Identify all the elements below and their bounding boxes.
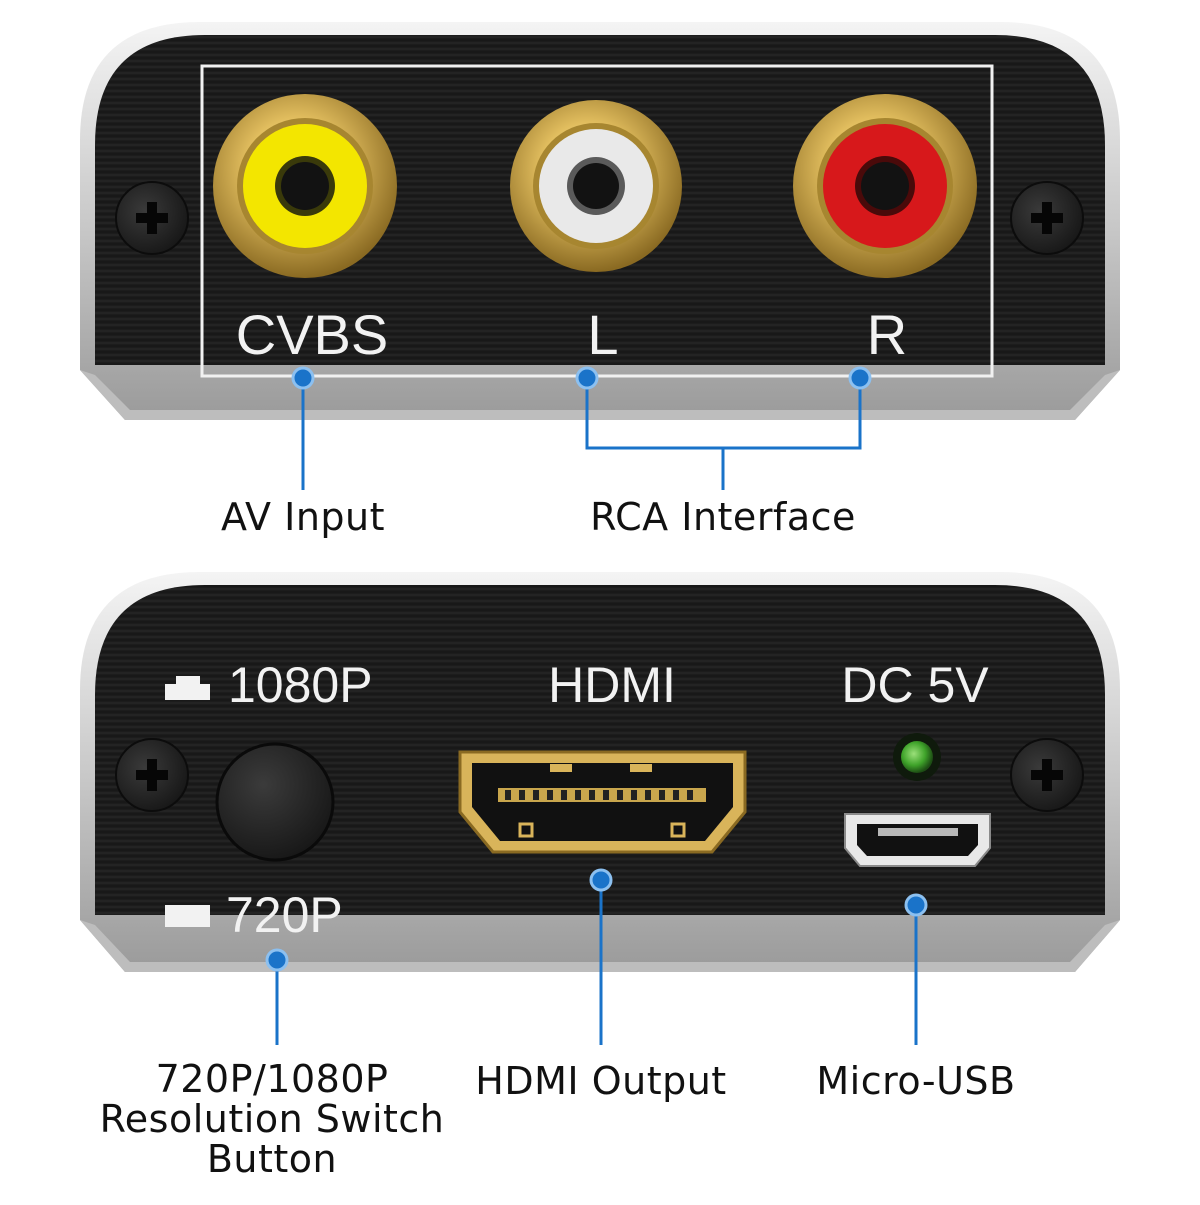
resolution-switch-line-2: Resolution Switch — [99, 1097, 445, 1141]
top-callout-dots — [291, 366, 872, 390]
right-audio-label: R — [867, 303, 907, 366]
switch-dot — [265, 948, 289, 972]
resolution-switch-line-3: Button — [206, 1137, 338, 1181]
micro-usb-dot — [904, 893, 928, 917]
resolution-switch-callout: 720P/1080P Resolution Switch Button — [82, 1060, 462, 1178]
audio-right-port-icon — [793, 94, 977, 278]
bottom-callout-dots — [265, 868, 928, 972]
screw-icon — [115, 738, 189, 812]
hdmi-dot — [589, 868, 613, 892]
left-audio-label: L — [587, 303, 618, 366]
rca-interface-callout: RCA Interface — [590, 495, 856, 539]
switch-up-indicator-icon — [165, 676, 210, 700]
top-casing-lip — [80, 370, 1120, 420]
resolution-switch-button[interactable] — [215, 742, 335, 862]
cvbs-label: CVBS — [236, 303, 389, 366]
bottom-casing-lip — [80, 920, 1120, 972]
power-led-icon — [893, 733, 941, 781]
screw-icon — [1010, 738, 1084, 812]
bottom-callouts — [275, 880, 918, 1045]
switch-1080p-label: 1080P — [228, 657, 373, 713]
resolution-switch-line-1: 720P/1080P — [155, 1057, 389, 1101]
audio-left-port-icon — [510, 100, 682, 272]
hdmi-output-callout: HDMI Output — [475, 1059, 727, 1103]
hdmi-port-icon — [458, 750, 747, 854]
screw-icon — [1010, 181, 1084, 255]
cvbs-port-icon — [213, 94, 397, 278]
micro-usb-callout: Micro-USB — [816, 1059, 1016, 1103]
right-audio-dot — [848, 366, 872, 390]
av-input-dot — [291, 366, 315, 390]
switch-720p-label: 720P — [226, 887, 343, 943]
top-device-panel: CVBS L R — [80, 22, 1120, 420]
bottom-device-panel: 1080P 720P HDMI DC 5V — [80, 572, 1120, 972]
top-callouts — [301, 378, 862, 490]
av-input-callout: AV Input — [220, 495, 386, 539]
switch-down-indicator-icon — [165, 905, 210, 927]
dc-5v-label: DC 5V — [841, 657, 989, 713]
micro-usb-port-icon — [844, 813, 991, 867]
hdmi-label: HDMI — [548, 657, 676, 713]
left-audio-dot — [575, 366, 599, 390]
screw-icon — [115, 181, 189, 255]
